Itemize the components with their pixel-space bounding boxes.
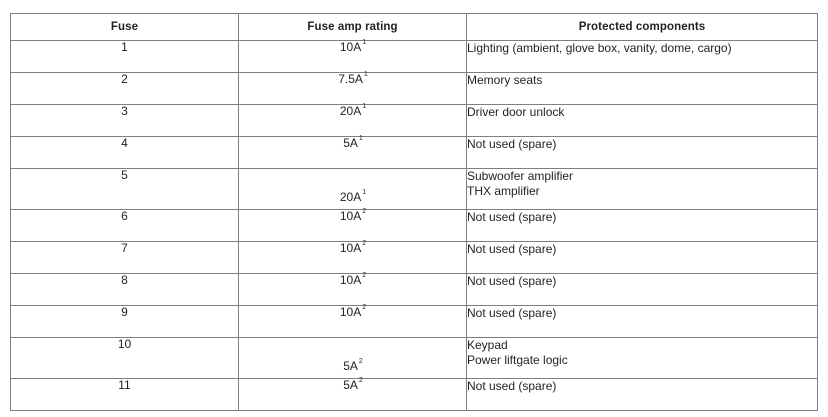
protected-line: Power liftgate logic [467, 353, 568, 368]
rating-value: 20A [339, 104, 362, 118]
protected-line: Memory seats [467, 73, 543, 87]
table-body: 1 10A1 Lighting (ambient, glove box, van… [10, 39, 818, 411]
table-row: 4 5A1 Not used (spare) [10, 135, 818, 169]
protected-line: THX amplifier [467, 184, 540, 199]
rating-value: 20A [339, 190, 362, 204]
protected-line: Keypad [467, 338, 508, 352]
cell-protected-components: Not used (spare) [466, 136, 818, 169]
cell-fuse-number: 1 [10, 40, 239, 73]
rating-value: 10A [339, 241, 362, 255]
protected-line: Not used (spare) [467, 210, 557, 224]
rating-footnote-marker: 2 [362, 208, 367, 215]
rating-footnote-marker: 2 [362, 304, 367, 311]
cell-fuse-amp-rating: 10A2 [238, 272, 467, 306]
protected-line: Not used (spare) [467, 137, 557, 151]
rating-footnote-marker: 2 [358, 358, 363, 365]
column-header-fuse-amp-rating: Fuse amp rating [238, 13, 467, 41]
table-row: 1 10A1 Lighting (ambient, glove box, van… [10, 39, 818, 73]
table-row: 7 10A2 Not used (spare) [10, 240, 818, 274]
protected-line: Not used (spare) [467, 242, 557, 256]
rating-value: 5A [343, 378, 358, 392]
rating-footnote-marker: 2 [362, 272, 367, 279]
rating-footnote-marker: 1 [362, 189, 367, 196]
table-row: 6 10A2 Not used (spare) [10, 208, 818, 242]
cell-fuse-number: 3 [10, 104, 239, 137]
protected-line: Not used (spare) [467, 306, 557, 320]
protected-line: Driver door unlock [467, 105, 565, 119]
cell-protected-components: Lighting (ambient, glove box, vanity, do… [466, 40, 818, 73]
rating-value: 10A [339, 273, 362, 287]
rating-value: 5A [343, 136, 358, 150]
rating-value: 10A [339, 209, 362, 223]
rating-footnote-marker: 2 [358, 377, 363, 384]
cell-fuse-amp-rating: 10A2 [238, 208, 467, 242]
cell-protected-components: Not used (spare) [466, 273, 818, 306]
rating-footnote-marker: 1 [363, 71, 368, 78]
cell-fuse-amp-rating: 7.5A1 [238, 71, 467, 105]
table-header-row: Fuse Fuse amp rating Protected component… [10, 13, 818, 41]
protected-line: Subwoofer amplifier [467, 169, 574, 183]
cell-fuse-amp-rating: 5A2 [238, 377, 467, 411]
cell-fuse-number: 11 [10, 378, 239, 411]
rating-footnote-marker: 1 [362, 39, 367, 46]
table-header: Fuse Fuse amp rating Protected component… [10, 13, 818, 41]
rating-footnote-marker: 1 [358, 135, 363, 142]
cell-protected-components: Memory seats [466, 72, 818, 105]
column-header-fuse: Fuse [10, 13, 239, 41]
rating-value: 7.5A [338, 72, 363, 86]
cell-protected-components: Driver door unlock [466, 104, 818, 137]
column-header-protected-components: Protected components [466, 13, 818, 41]
cell-protected-components: Not used (spare) [466, 209, 818, 242]
cell-protected-components: Not used (spare) [466, 378, 818, 411]
cell-fuse-number: 2 [10, 72, 239, 105]
rating-value: 10A [339, 305, 362, 319]
protected-line: Lighting (ambient, glove box, vanity, do… [467, 41, 732, 55]
rating-footnote-marker: 1 [362, 103, 367, 110]
cell-fuse-number: 8 [10, 273, 239, 306]
table-row: 9 10A2 Not used (spare) [10, 304, 818, 338]
table-row: 2 7.5A1 Memory seats [10, 71, 818, 105]
table-row: 11 5A2 Not used (spare) [10, 377, 818, 411]
table-row: 3 20A1 Driver door unlock [10, 103, 818, 137]
cell-fuse-number: 5 [10, 168, 239, 210]
protected-line: Not used (spare) [467, 379, 557, 393]
cell-fuse-number: 6 [10, 209, 239, 242]
rating-footnote-marker: 2 [362, 240, 367, 247]
cell-fuse-number: 9 [10, 305, 239, 338]
cell-fuse-number: 7 [10, 241, 239, 274]
cell-fuse-amp-rating: 10A1 [238, 39, 467, 73]
rating-value: 5A [343, 359, 358, 373]
cell-protected-components: Not used (spare) [466, 241, 818, 274]
cell-fuse-amp-rating: 10A2 [238, 240, 467, 274]
rating-value: 10A [339, 40, 362, 54]
cell-protected-components: Not used (spare) [466, 305, 818, 338]
fuse-table: Fuse Fuse amp rating Protected component… [10, 13, 818, 411]
cell-fuse-amp-rating: 5A1 [238, 135, 467, 169]
cell-fuse-amp-rating: 5A2 [238, 337, 467, 379]
cell-fuse-amp-rating: 20A1 [238, 103, 467, 137]
cell-fuse-amp-rating: 10A2 [238, 304, 467, 338]
cell-fuse-number: 10 [10, 337, 239, 379]
protected-line: Not used (spare) [467, 274, 557, 288]
cell-fuse-number: 4 [10, 136, 239, 169]
cell-fuse-amp-rating: 20A1 [238, 168, 467, 210]
table-row: 8 10A2 Not used (spare) [10, 272, 818, 306]
